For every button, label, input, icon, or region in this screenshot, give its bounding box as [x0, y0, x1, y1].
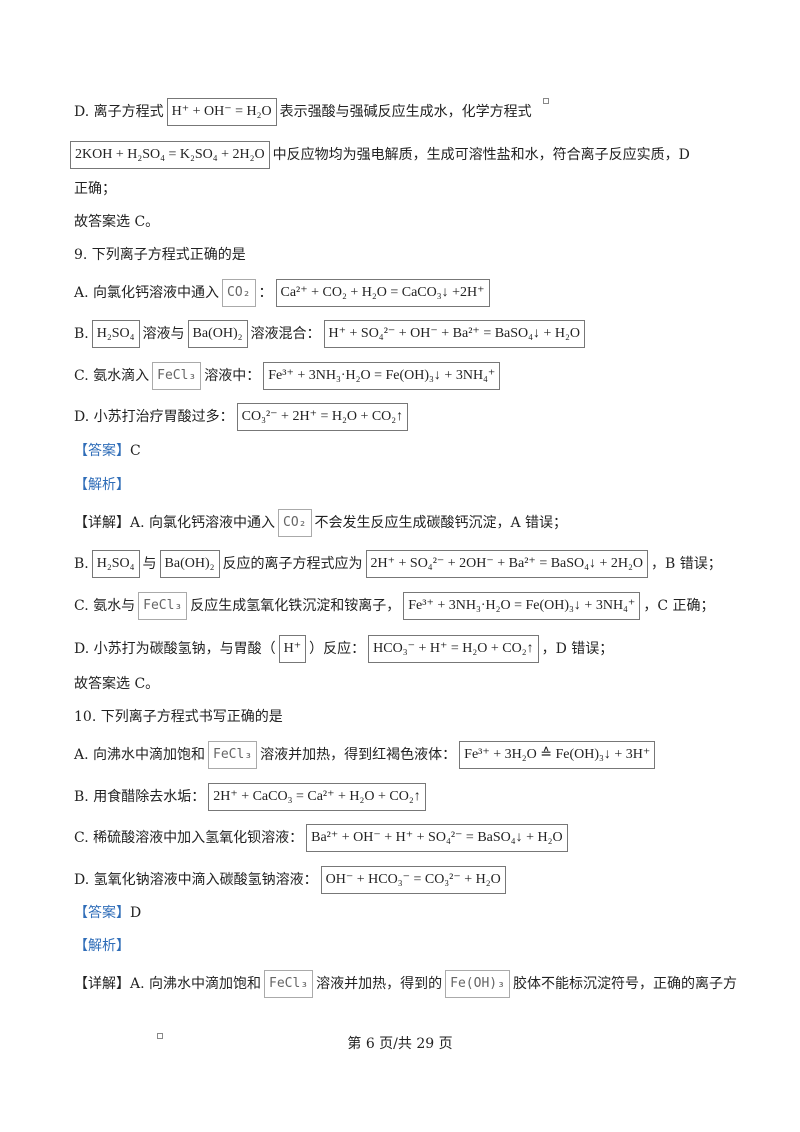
text-line: 【解析】: [74, 474, 760, 496]
corner-mark-icon: [157, 1033, 163, 1039]
text-line: A. 向沸水中滴加饱和 FeCl₃ 溶液并加热，得到红褐色液体： Fe³⁺ + …: [74, 741, 760, 769]
formula-box: Ba(OH)₂: [187, 320, 248, 348]
text-line: B. H₂SO₄ 与 Ba(OH)₂ 反应的离子方程式应为 2H⁺ + SO₄²…: [74, 550, 760, 578]
formula-box: CO₂: [278, 509, 312, 537]
option-text: C. 稀硫酸溶液中加入氢氧化钡溶液：: [74, 830, 304, 846]
text-line: A. 向氯化钙溶液中通入 CO₂ ： Ca²⁺ + CO₂ + H₂O = Ca…: [74, 279, 760, 307]
answer-conclusion: 故答案选 C。: [74, 676, 160, 692]
text-line: C. 氨水滴入 FeCl₃ 溶液中： Fe³⁺ + 3NH₃·H₂O = Fe(…: [74, 362, 760, 390]
option-text: ：: [258, 285, 273, 301]
option-text: A. 向氯化钙溶液中通入: [74, 285, 220, 301]
detail-label: 【详解】: [74, 976, 130, 992]
explanation-text: 正确；: [74, 181, 116, 197]
option-text: 溶液中：: [204, 368, 261, 384]
formula-box: HCO₃⁻ + H⁺ = H₂O + CO₂↑: [368, 635, 539, 663]
formula-box: Ba²⁺ + OH⁻ + H⁺ + SO₄²⁻ = BaSO₄↓ + H₂O: [306, 824, 568, 852]
text-line: B. H₂SO₄ 溶液与 Ba(OH)₂ 溶液混合： H⁺ + SO₄²⁻ + …: [74, 320, 760, 348]
page-footer: 第 6 页/共 29 页: [347, 1036, 453, 1052]
formula-box: H⁺ + OH⁻ = H₂O: [166, 98, 277, 126]
formula-box: OH⁻ + HCO₃⁻ = CO₃²⁻ + H₂O: [320, 866, 506, 894]
formula-box: 2H⁺ + SO₄²⁻ + 2OH⁻ + Ba²⁺ = BaSO₄↓ + 2H₂…: [365, 550, 649, 578]
detail-label: 【详解】: [74, 515, 130, 531]
text-line: 【详解】 A. 向沸水中滴加饱和 FeCl₃ 溶液并加热，得到的 Fe(OH)₃…: [74, 970, 760, 998]
text-line: C. 氨水与 FeCl₃ 反应生成氢氧化铁沉淀和铵离子， Fe³⁺ + 3NH₃…: [74, 592, 760, 620]
explanation-text: B.: [74, 556, 89, 572]
formula-box: CO₂: [222, 279, 256, 307]
formula-box: H⁺: [278, 635, 307, 663]
option-text: C. 氨水滴入: [74, 368, 150, 384]
explanation-text: 不会发生反应生成碳酸钙沉淀，A 错误；: [314, 515, 568, 531]
formula-box: Fe(OH)₃: [445, 970, 510, 998]
text-line: 【答案】 D: [74, 902, 760, 924]
text-line: C. 稀硫酸溶液中加入氢氧化钡溶液： Ba²⁺ + OH⁻ + H⁺ + SO₄…: [74, 824, 760, 852]
answer-value: C: [130, 443, 141, 459]
text-line: D. 离子方程式 H⁺ + OH⁻ = H₂O 表示强酸与强碱反应生成水，化学方…: [74, 98, 760, 126]
text-line: 9. 下列离子方程式正确的是: [74, 244, 760, 266]
explanation-text: C. 氨水与: [74, 598, 136, 614]
text-line: 2KOH + H₂SO₄ = K₂SO₄ + 2H₂O 中反应物均为强电解质，生…: [70, 141, 760, 169]
analysis-label: 【解析】: [74, 477, 130, 493]
explanation-text: ，C 正确；: [643, 598, 715, 614]
formula-box: 2KOH + H₂SO₄ = K₂SO₄ + 2H₂O: [70, 141, 270, 169]
formula-box: FeCl₃: [152, 362, 202, 390]
corner-mark-icon: [543, 98, 549, 104]
explanation-text: 胶体不能标沉淀符号，正确的离子方: [512, 976, 737, 992]
formula-box: FeCl₃: [138, 592, 188, 620]
explanation-text: D. 小苏打为碳酸氢钠，与胃酸（: [74, 641, 276, 657]
option-text: 溶液与: [142, 326, 185, 342]
option-text: B. 用食醋除去水垢：: [74, 789, 206, 805]
explanation-text: ，B 错误；: [651, 556, 722, 572]
answer-label: 【答案】: [74, 443, 130, 459]
explanation-text: 与: [142, 556, 157, 572]
text-line: 【解析】: [74, 935, 760, 957]
explanation-text: 中反应物均为强电解质，生成可溶性盐和水，符合离子反应实质，D: [272, 147, 690, 163]
formula-box: Fe³⁺ + 3NH₃·H₂O = Fe(OH)₃↓ + 3NH₄⁺: [403, 592, 641, 620]
explanation-text: ，D 错误；: [541, 641, 614, 657]
answer-value: D: [130, 905, 142, 921]
text-line: D. 小苏打治疗胃酸过多： CO₃²⁻ + 2H⁺ = H₂O + CO₂↑: [74, 403, 760, 431]
formula-box: 2H⁺ + CaCO₃ = Ca²⁺ + H₂O + CO₂↑: [208, 783, 426, 811]
text-line: D. 氢氧化钠溶液中滴入碳酸氢钠溶液： OH⁻ + HCO₃⁻ = CO₃²⁻ …: [74, 866, 760, 894]
question-stem: 10. 下列离子方程式书写正确的是: [74, 709, 283, 725]
option-text: D. 氢氧化钠溶液中滴入碳酸氢钠溶液：: [74, 872, 318, 888]
formula-box: H₂SO₄: [91, 550, 140, 578]
option-text: B.: [74, 326, 89, 342]
text-line: B. 用食醋除去水垢： 2H⁺ + CaCO₃ = Ca²⁺ + H₂O + C…: [74, 783, 760, 811]
formula-box: FeCl₃: [208, 741, 258, 769]
formula-box: H⁺ + SO₄²⁻ + OH⁻ + Ba²⁺ = BaSO₄↓ + H₂O: [323, 320, 586, 348]
formula-box: Fe³⁺ + 3H₂O ≙ Fe(OH)₃↓ + 3H⁺: [459, 741, 656, 769]
answer-label: 【答案】: [74, 905, 130, 921]
formula-box: Ba(OH)₂: [159, 550, 220, 578]
formula-box: Ca²⁺ + CO₂ + H₂O = CaCO₃↓ +2H⁺: [275, 279, 490, 307]
text-line: 【答案】 C: [74, 440, 760, 462]
explanation-text: ）反应：: [309, 641, 366, 657]
explanation-text: 反应生成氢氧化铁沉淀和铵离子，: [190, 598, 401, 614]
option-text: A. 向沸水中滴加饱和: [74, 747, 206, 763]
analysis-label: 【解析】: [74, 938, 130, 954]
explanation-text: A. 向沸水中滴加饱和: [130, 976, 262, 992]
explanation-text: 反应的离子方程式应为: [222, 556, 363, 572]
answer-conclusion: 故答案选 C。: [74, 214, 160, 230]
option-text: 表示强酸与强碱反应生成水，化学方程式: [279, 104, 532, 120]
text-line: 【详解】 A. 向氯化钙溶液中通入 CO₂ 不会发生反应生成碳酸钙沉淀，A 错误…: [74, 509, 760, 537]
explanation-text: 溶液并加热，得到的: [316, 976, 443, 992]
text-line: 故答案选 C。: [74, 211, 760, 233]
formula-box: CO₃²⁻ + 2H⁺ = H₂O + CO₂↑: [236, 403, 409, 431]
option-text: D. 小苏打治疗胃酸过多：: [74, 409, 234, 425]
text-line: 10. 下列离子方程式书写正确的是: [74, 706, 760, 728]
text-line: D. 小苏打为碳酸氢钠，与胃酸（ H⁺ ）反应： HCO₃⁻ + H⁺ = H₂…: [74, 635, 760, 663]
option-text: D. 离子方程式: [74, 104, 164, 120]
question-stem: 9. 下列离子方程式正确的是: [74, 247, 246, 263]
text-line: 正确；: [74, 178, 760, 200]
option-text: 溶液并加热，得到红褐色液体：: [260, 747, 457, 763]
option-text: 溶液混合：: [250, 326, 321, 342]
explanation-text: A. 向氯化钙溶液中通入: [130, 515, 276, 531]
formula-box: FeCl₃: [264, 970, 314, 998]
formula-box: Fe³⁺ + 3NH₃·H₂O = Fe(OH)₃↓ + 3NH₄⁺: [263, 362, 501, 390]
text-line: 故答案选 C。: [74, 673, 760, 695]
formula-box: H₂SO₄: [91, 320, 140, 348]
